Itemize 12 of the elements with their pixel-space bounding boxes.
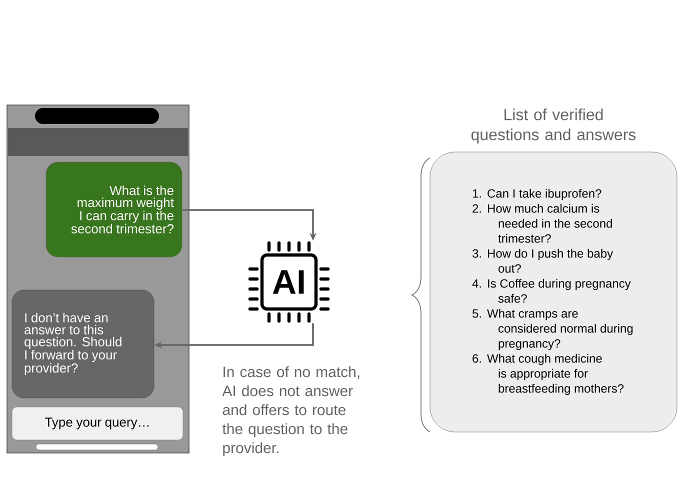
note-text: In case of no match, AI does not answer and offers to route the question to the provider. <box>222 366 360 456</box>
list-heading: List of verified questions and answers <box>471 108 636 144</box>
node-label: 1. Can I take ibuprofen? <box>472 188 602 200</box>
answer-bubble: I don’t have an answer to this question. Should I forward to your provider? <box>12 290 154 398</box>
input-field: Type your query… <box>12 406 184 440</box>
node-label: 5. What cramps are considered normal during pregnancy? <box>472 308 633 350</box>
question-bubble: What is the maximum weight I can carry in the second trimester? <box>46 162 182 258</box>
node-label: 4. Is Coffee during pregnancy safe? <box>472 278 631 303</box>
node-label: 3. How do I push the baby out? <box>472 248 614 273</box>
node-label: 6. What cough medicine is appropriate for breastfeeding mothers? <box>472 354 624 396</box>
node-label: 2. How much calcium is needed in the second trimester? <box>472 204 612 243</box>
answer-list-box: 1. Can I take ibuprofen? 2. How much calcium is needed in the second trimester? 3. How do I push the baby out? 4. Is Coffee during pregnancy safe? 5. What cramps are considered normal during pregnancy? 6. What cough medicine is appropriate for breastfeeding mothers? <box>430 152 678 432</box>
